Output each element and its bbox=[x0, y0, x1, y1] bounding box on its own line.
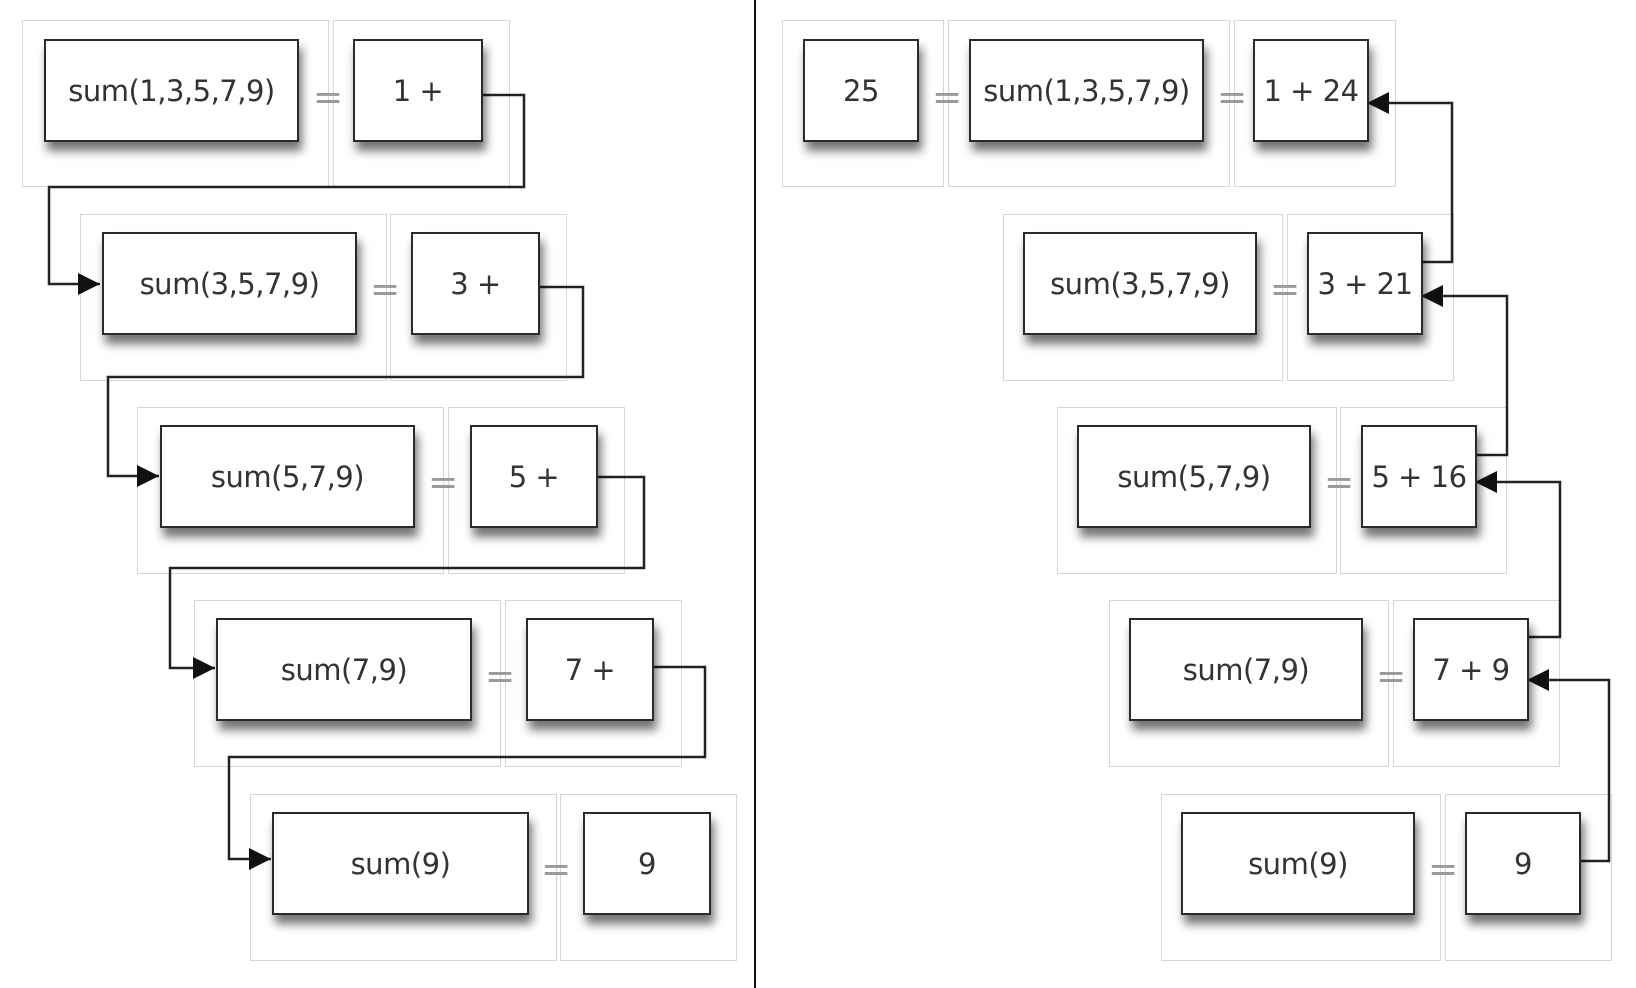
equals-sign: = bbox=[370, 269, 401, 310]
cell-frame bbox=[448, 407, 625, 574]
cell-frame bbox=[1109, 600, 1389, 767]
call-box: sum(5,7,9) bbox=[1077, 425, 1311, 528]
equals-sign: = bbox=[541, 849, 572, 890]
partial-sum-box: 7 + 9 bbox=[1413, 618, 1529, 721]
equals-sign: = bbox=[485, 656, 516, 697]
cell-frame bbox=[1445, 794, 1612, 961]
call-box: sum(1,3,5,7,9) bbox=[44, 39, 299, 142]
cell-frame bbox=[782, 20, 944, 187]
return-arrow bbox=[1475, 471, 1562, 639]
partial-sum-box: 5 + 16 bbox=[1361, 425, 1477, 528]
cell-frame bbox=[1287, 214, 1454, 381]
partial-sum-box: 9 bbox=[583, 812, 711, 915]
partial-sum-box: 3 + bbox=[411, 232, 540, 335]
cell-frame bbox=[505, 600, 682, 767]
partial-sum-box: 7 + bbox=[526, 618, 654, 721]
equals-sign: = bbox=[313, 77, 344, 118]
equals-sign: = bbox=[1270, 269, 1301, 310]
cell-frame bbox=[560, 794, 737, 961]
equals-sign: = bbox=[1376, 656, 1407, 697]
cell-frame bbox=[137, 407, 444, 574]
call-box: sum(1,3,5,7,9) bbox=[969, 39, 1204, 142]
equals-sign: = bbox=[932, 77, 963, 118]
equals-sign: = bbox=[428, 462, 459, 503]
cell-frame bbox=[194, 600, 501, 767]
call-box: sum(9) bbox=[272, 812, 529, 915]
cell-frame bbox=[1340, 407, 1507, 574]
return-arrow bbox=[1421, 285, 1509, 457]
cell-frame bbox=[80, 214, 387, 381]
partial-sum-box: 3 + 21 bbox=[1307, 232, 1423, 335]
call-box: sum(7,9) bbox=[216, 618, 472, 721]
call-box: sum(7,9) bbox=[1129, 618, 1363, 721]
cell-frame bbox=[390, 214, 567, 381]
cell-frame bbox=[948, 20, 1230, 187]
equals-sign: = bbox=[1324, 462, 1355, 503]
partial-sum-box: 9 bbox=[1465, 812, 1581, 915]
call-arrow bbox=[227, 665, 707, 870]
call-arrow bbox=[106, 285, 585, 487]
call-arrow bbox=[168, 475, 646, 679]
return-arrow bbox=[1527, 669, 1611, 863]
cell-frame bbox=[250, 794, 557, 961]
cell-frame bbox=[1393, 600, 1560, 767]
return-arrow bbox=[1367, 92, 1454, 264]
partial-sum-box: 1 + bbox=[353, 39, 483, 142]
cell-frame bbox=[1057, 407, 1337, 574]
partial-sum-box: 1 + 24 bbox=[1253, 39, 1369, 142]
partial-sum-box: 5 + bbox=[470, 425, 598, 528]
call-arrow bbox=[47, 93, 526, 295]
call-box: sum(9) bbox=[1181, 812, 1415, 915]
equals-sign: = bbox=[1428, 849, 1459, 890]
panel-divider bbox=[754, 0, 756, 988]
call-box: sum(5,7,9) bbox=[160, 425, 415, 528]
call-box: sum(3,5,7,9) bbox=[1023, 232, 1257, 335]
equals-sign: = bbox=[1217, 77, 1248, 118]
cell-frame bbox=[1003, 214, 1283, 381]
call-box: sum(3,5,7,9) bbox=[102, 232, 357, 335]
result-box: 25 bbox=[803, 39, 919, 142]
cell-frame bbox=[1161, 794, 1441, 961]
